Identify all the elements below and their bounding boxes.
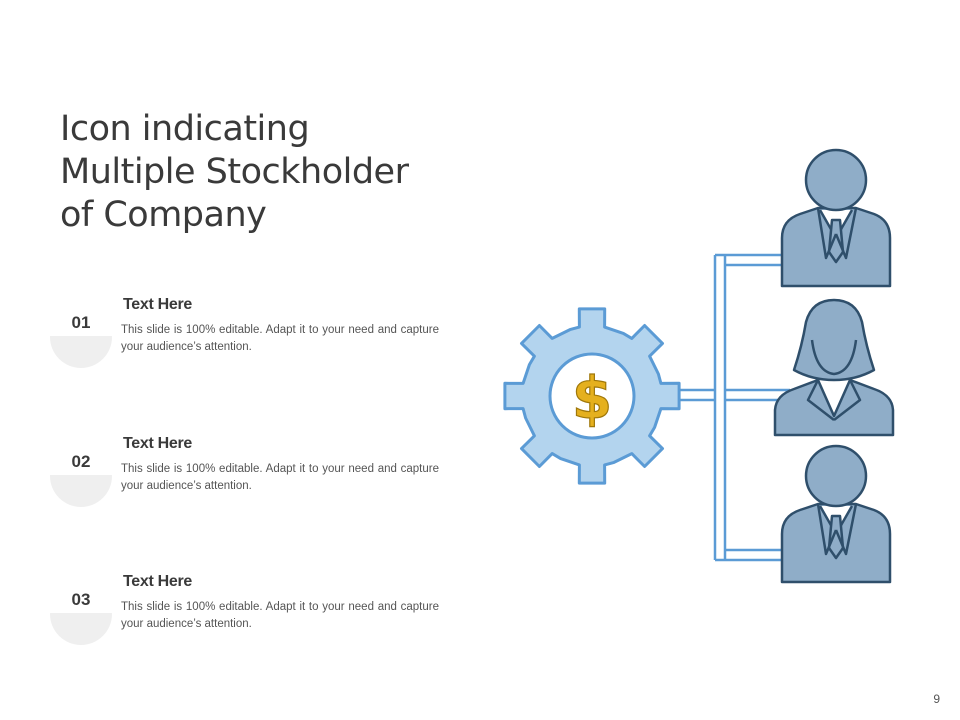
item-heading: Text Here xyxy=(123,435,193,452)
slide-title: Icon indicating Multiple Stockholder of … xyxy=(60,108,480,237)
list-item-1: 01 Text Here This slide is 100% editable… xyxy=(50,296,450,386)
item-heading: Text Here xyxy=(123,573,193,590)
businesswoman-icon xyxy=(773,298,895,437)
stockholder-graphic: $ xyxy=(503,148,895,584)
businessman-icon xyxy=(780,444,892,584)
item-number: 02 xyxy=(71,452,91,471)
title-line-3: of Company xyxy=(60,195,267,235)
item-description: This slide is 100% editable. Adapt it to… xyxy=(121,463,439,492)
dollar-icon: $ xyxy=(572,364,612,432)
number-circle xyxy=(50,583,112,645)
list-item-3: 03 Text Here This slide is 100% editable… xyxy=(50,573,450,663)
businessman-icon xyxy=(780,148,892,288)
page-number: 9 xyxy=(933,692,940,706)
gear-icon xyxy=(503,307,681,485)
title-line-2: Multiple Stockholder xyxy=(60,152,409,192)
number-circle xyxy=(50,306,112,368)
item-number: 01 xyxy=(71,313,91,332)
item-description: This slide is 100% editable. Adapt it to… xyxy=(121,601,439,630)
title-line-1: Icon indicating xyxy=(60,109,310,149)
item-description: This slide is 100% editable. Adapt it to… xyxy=(121,324,439,353)
item-heading: Text Here xyxy=(123,296,193,313)
connector-lines xyxy=(670,253,790,562)
number-circle xyxy=(50,445,112,507)
item-number: 03 xyxy=(71,590,91,609)
list-item-2: 02 Text Here This slide is 100% editable… xyxy=(50,435,450,525)
